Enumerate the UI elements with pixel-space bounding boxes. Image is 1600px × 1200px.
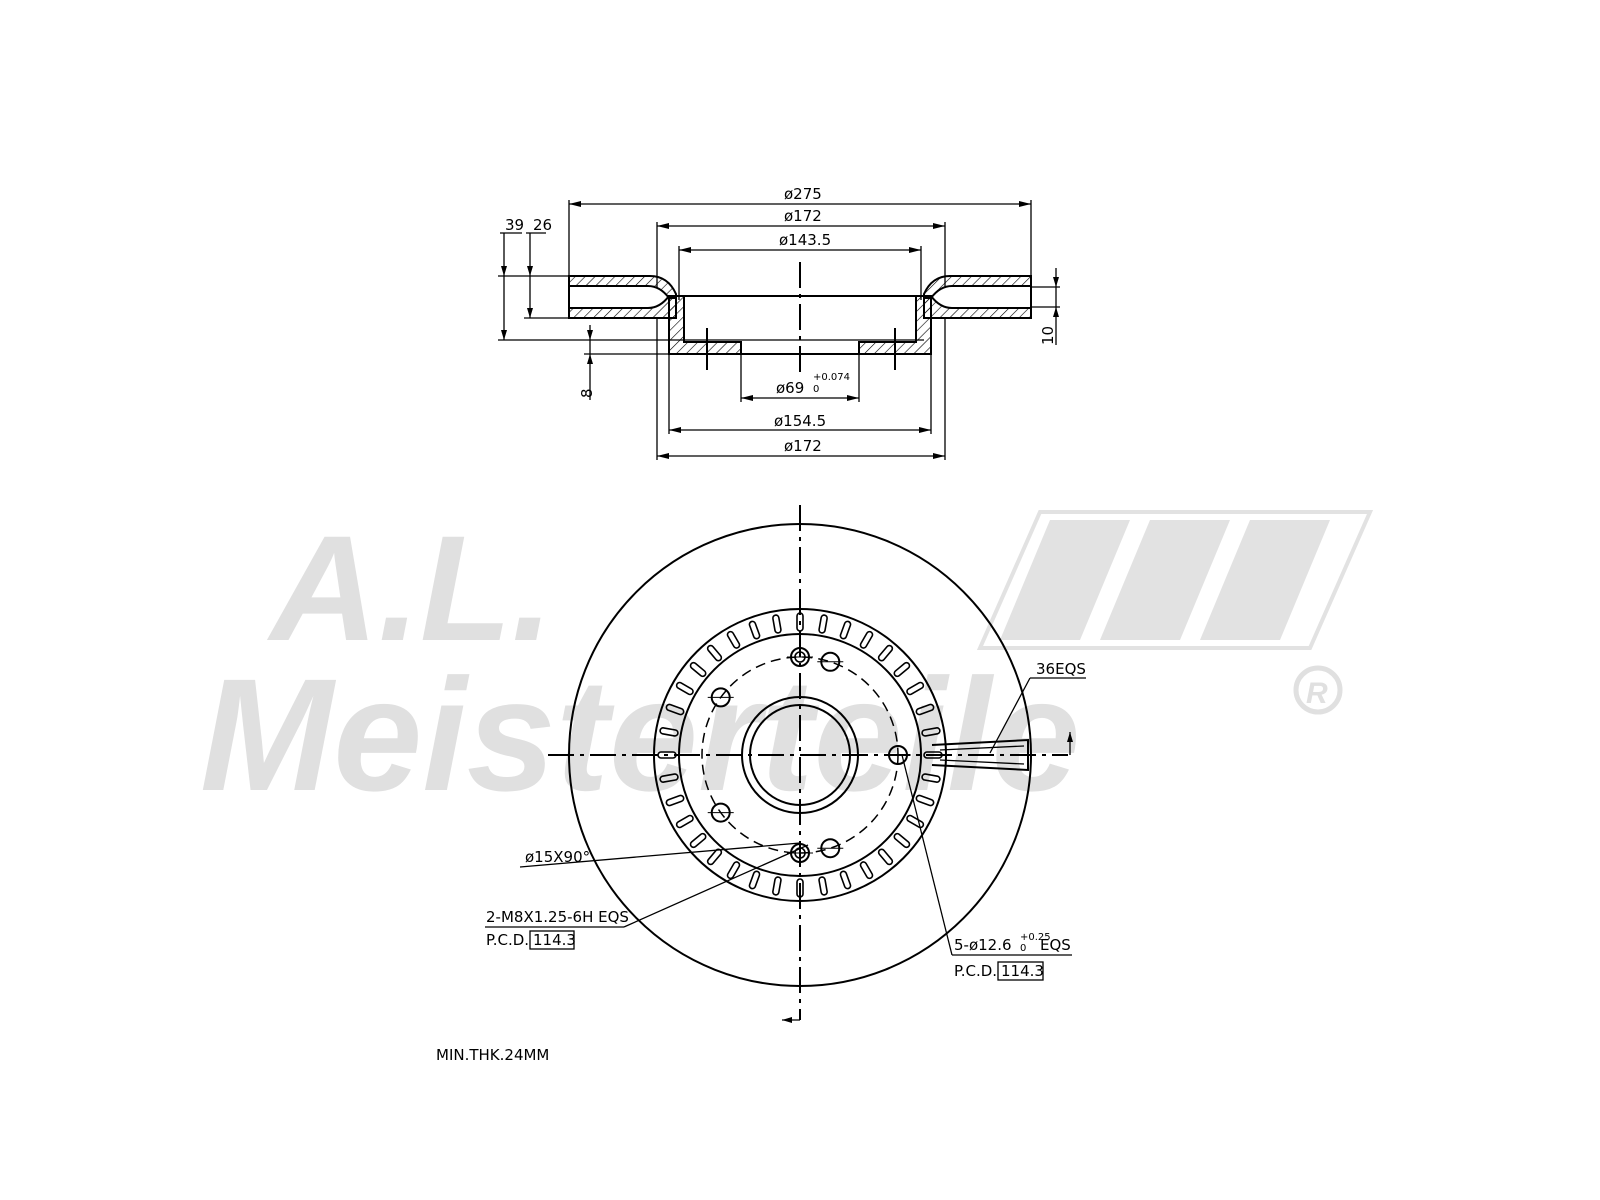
- abs-tooth-slot: [675, 681, 694, 696]
- dim-mid-diameter: ø154.5: [774, 412, 826, 430]
- abs-tooth-slot: [659, 773, 679, 783]
- watermark-bar-2: [1100, 520, 1230, 640]
- abs-tooth-slot: [839, 870, 852, 890]
- dim-outer-diameter: ø275: [784, 185, 822, 203]
- label-thread-holes: 2-M8X1.25-6H EQS: [486, 908, 629, 926]
- dim-center-bore-tol-upper: +0.074: [813, 372, 850, 383]
- abs-tooth-slot: [859, 861, 874, 880]
- abs-tooth-slot: [689, 832, 707, 849]
- note-min-thickness: MIN.THK.24MM: [436, 1046, 549, 1064]
- dim-inner-diameter: ø143.5: [779, 231, 831, 249]
- pcd-box-right: [997, 961, 1044, 981]
- abs-tooth-slot: [818, 876, 828, 896]
- abs-tooth-slot: [893, 832, 911, 849]
- label-bolt-holes-suffix: EQS: [1040, 936, 1071, 954]
- abs-tooth-slot: [659, 727, 679, 737]
- abs-tooth-slot: [839, 620, 852, 640]
- abs-tooth-slot: [877, 848, 894, 866]
- dim-hat-diameter-bottom: ø172: [784, 437, 822, 455]
- registered-mark-icon: [1293, 665, 1343, 715]
- dim-hat-height: 26: [533, 216, 552, 234]
- label-pcd-value-right: 114.3: [1001, 962, 1044, 980]
- watermark-bars-frame: [976, 510, 1374, 650]
- abs-tooth-slot: [877, 644, 894, 662]
- label-bolt-holes-tol-lower: 0: [1020, 943, 1026, 954]
- abs-tooth-slot: [915, 703, 935, 716]
- label-bolt-holes-tol-upper: +0.25: [1020, 932, 1051, 943]
- dim-center-bore-tol-lower: 0: [813, 384, 819, 395]
- watermark-bar-3: [1200, 520, 1330, 640]
- label-countersink: ø15X90°: [525, 848, 590, 866]
- abs-tooth-slot: [726, 861, 741, 880]
- abs-tooth-slot: [772, 876, 782, 896]
- dim-hat-diameter-top: ø172: [784, 207, 822, 225]
- dim-total-height: 39: [505, 216, 524, 234]
- front-view: 36EQS ø15X90° 2-M8X1.25-6H EQS P.C.D. 11…: [485, 505, 1086, 1023]
- abs-tooth-slot: [772, 614, 782, 634]
- abs-tooth-slot: [921, 773, 941, 783]
- pcd-box-left: [529, 930, 575, 950]
- watermark-brand-top: A.L.: [266, 504, 553, 672]
- abs-ring-teeth: [657, 612, 943, 898]
- abs-tooth-slot: [893, 661, 911, 678]
- abs-tooth-slot: [665, 794, 685, 807]
- watermark-bar-1: [1000, 520, 1130, 640]
- side-view: ø275 ø172 ø143.5 39 26 8 10: [498, 185, 1060, 460]
- abs-tooth-slot: [675, 814, 694, 829]
- watermark-registered: R: [1306, 677, 1328, 710]
- abs-tooth-slot: [921, 727, 941, 737]
- abs-tooth-slot: [748, 870, 761, 890]
- label-bolt-holes: 5-ø12.6: [954, 936, 1012, 954]
- dim-disc-thickness: 10: [1039, 326, 1057, 345]
- abs-tooth-slot: [706, 644, 723, 662]
- abs-tooth-slot: [726, 630, 741, 649]
- abs-tooth-slot: [906, 681, 925, 696]
- label-pcd-value-left: 114.3: [533, 931, 576, 949]
- abs-tooth-slot: [818, 614, 828, 634]
- abs-tooth-slot: [859, 630, 874, 649]
- label-abs-teeth: 36EQS: [1036, 660, 1086, 678]
- label-pcd-prefix-left: P.C.D.: [486, 931, 529, 949]
- watermark-brand-main: Meisterteile: [200, 645, 1080, 824]
- abs-tooth-slot: [906, 814, 925, 829]
- dim-flange: 8: [578, 388, 596, 398]
- abs-tooth-slot: [915, 794, 935, 807]
- abs-tooth-slot: [748, 620, 761, 640]
- abs-tooth-slot: [665, 703, 685, 716]
- abs-tooth-slot: [689, 661, 707, 678]
- label-pcd-prefix-right: P.C.D.: [954, 962, 997, 980]
- watermark: A.L. Meisterteile R: [200, 504, 1374, 824]
- dim-center-bore: ø69: [776, 379, 804, 397]
